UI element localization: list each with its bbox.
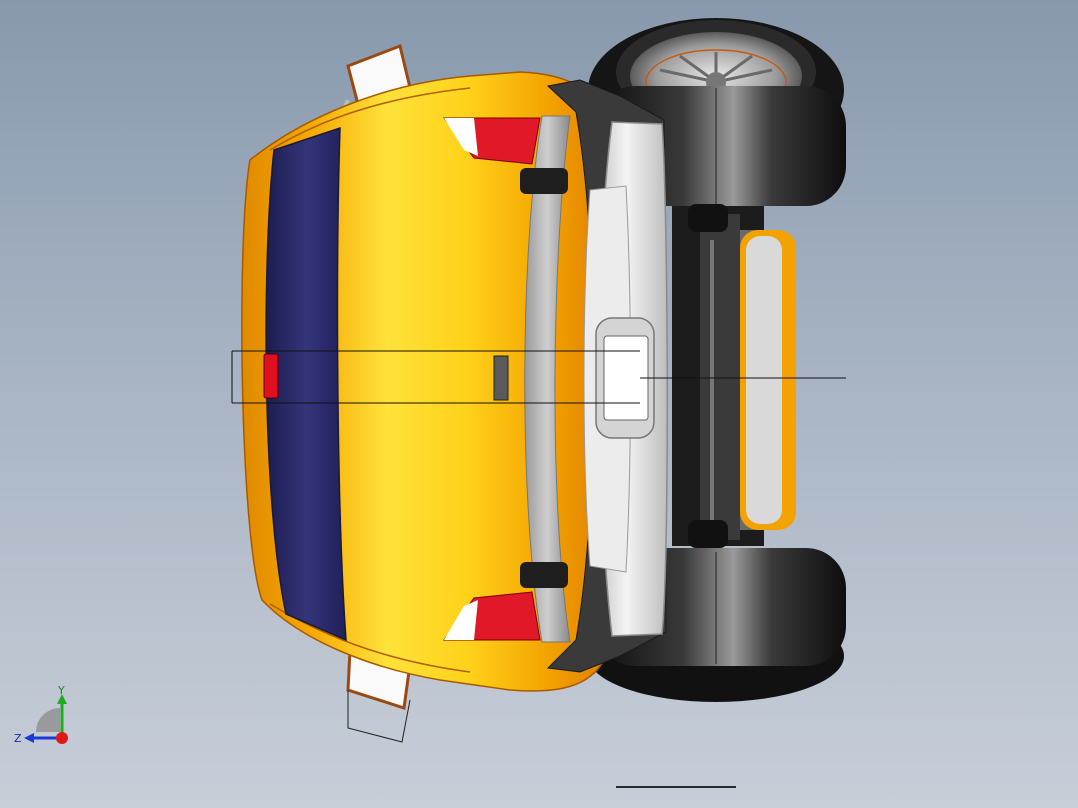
body-stripe <box>524 115 571 643</box>
z-axis-label: Z <box>14 732 22 745</box>
rear-bumper[interactable] <box>546 79 669 673</box>
orientation-triad[interactable]: Y Z <box>8 682 88 762</box>
rear-window <box>265 126 347 642</box>
rear-axle-suspension <box>672 204 796 548</box>
sketch-lines <box>231 350 846 404</box>
hatch-handle[interactable] <box>493 355 509 401</box>
x-axis-origin-dot <box>56 732 68 744</box>
hinge-top <box>520 168 568 194</box>
y-axis-label: Y <box>57 684 65 697</box>
scale-bar <box>616 786 736 788</box>
car-body[interactable] <box>241 71 605 692</box>
hinge-bottom <box>520 562 568 588</box>
third-brake-light <box>263 353 279 399</box>
